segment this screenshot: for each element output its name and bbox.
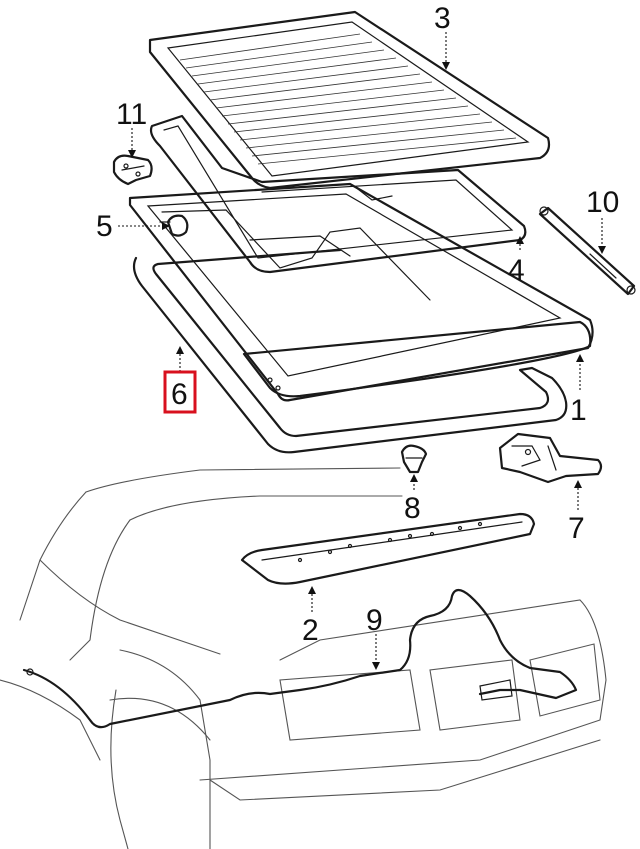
part-cushion (159, 214, 189, 237)
part-lock-cable (22, 588, 578, 729)
highlight-box (163, 370, 197, 414)
part-back-door (128, 182, 594, 402)
callout-4: 4 (508, 254, 525, 287)
part-garnish (240, 512, 536, 585)
callout-3: 3 (434, 2, 451, 35)
part-clip (400, 444, 428, 474)
car-body (0, 467, 607, 849)
callout-8: 8 (404, 492, 421, 525)
callout-9: 9 (366, 604, 383, 637)
callout-1: 1 (570, 394, 587, 427)
part-rear-glass (148, 10, 551, 190)
callout-2: 2 (302, 614, 319, 647)
part-lock-assembly (498, 432, 603, 484)
part-hinge (112, 154, 153, 186)
callout-11: 11 (116, 98, 147, 131)
part-glass-weatherstrip (149, 114, 527, 274)
part-door-weatherstrip (132, 248, 568, 454)
callout-5: 5 (96, 210, 113, 243)
callout-6[interactable]: 6 (171, 378, 188, 411)
part-door-stay (538, 206, 636, 296)
callout-10: 10 (586, 186, 619, 219)
leader-lines (118, 32, 606, 670)
callout-7: 7 (568, 512, 585, 545)
